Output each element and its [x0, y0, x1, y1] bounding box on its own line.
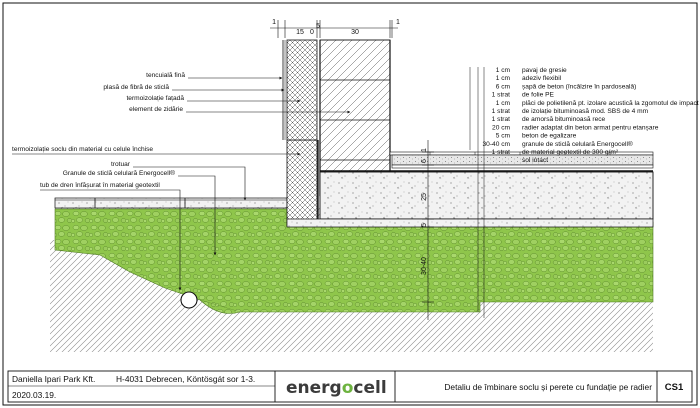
- label-pavement: trotuar: [111, 161, 131, 168]
- tb-drawing-code: CS1: [665, 382, 684, 393]
- label-facade-insulation: termoizolație fațadă: [126, 95, 184, 102]
- layer-qty: 20 cm: [492, 124, 510, 131]
- dim-right-5: 5: [421, 223, 428, 227]
- logo-text-part1: energ: [286, 378, 342, 398]
- layer-description: de material geotextil de 300 g/m²: [522, 149, 619, 156]
- dim-top-1-right: 1: [396, 19, 400, 26]
- layer-description: de amorsă bituminoasă rece: [522, 116, 606, 123]
- layer-qty: 6 cm: [496, 83, 511, 90]
- title-block: Daniella Ipari Park Kft. H-4031 Debrecen…: [7, 370, 693, 403]
- right-dimension-chain: 6 1 25 5 30-40: [421, 140, 434, 320]
- label-fine-render: tencuială fină: [146, 72, 185, 79]
- layer-description: granule de sticlă celulară Energocell®: [522, 140, 633, 148]
- label-glass-mesh: plasă de fibră de sticlă: [103, 84, 169, 91]
- layer-description: de folie PE: [522, 92, 554, 99]
- layer-description: pavaj de gresie: [522, 67, 567, 74]
- dim-top-5: 5: [316, 23, 320, 30]
- layer-qty: 1 cm: [496, 100, 511, 107]
- drain-pipe: [180, 291, 198, 309]
- label-drain-pipe: tub de dren înfășurat în material geotex…: [40, 182, 160, 189]
- dim-top-0: 0: [310, 29, 314, 36]
- base-insulation: [286, 139, 318, 227]
- energocell-logo: energocell: [286, 378, 387, 398]
- label-masonry: element de zidărie: [129, 106, 183, 113]
- masonry-wall: [319, 39, 391, 197]
- layer-list: 1 cm pavaj de gresie 1 cm adeziv flexibil 6 …: [483, 67, 699, 164]
- dim-top-30: 30: [351, 29, 359, 36]
- floor-build-up: [286, 151, 654, 228]
- layer-qty: 1 cm: [496, 67, 511, 74]
- layer-qty: 1 strat: [492, 92, 510, 99]
- top-dimension-chain: 1 15 0 5 30 1: [270, 19, 400, 38]
- pavement: [54, 197, 288, 209]
- dim-right-25: 25: [421, 193, 428, 201]
- tb-drawing-title: Detaliu de îmbinare soclu și perete cu f…: [444, 382, 652, 392]
- layer-qty: 1 strat: [492, 116, 510, 123]
- dim-right-1: 1: [421, 148, 428, 152]
- layer-description: șapă de beton (încălzire în pardoseală): [522, 83, 636, 90]
- layer-description: sol intact: [522, 157, 548, 164]
- dim-top-1: 1: [272, 19, 276, 26]
- layer-qty: 1 cm: [496, 75, 511, 82]
- layer-description: adeziv flexibil: [522, 75, 562, 82]
- label-base-insulation: termoizolație soclu din material cu celu…: [12, 146, 153, 153]
- left-label-group: tencuială fină plasă de fibră de sticlă …: [12, 72, 351, 291]
- layer-qty: 1 strat: [492, 149, 510, 156]
- tb-address: H-4031 Debrecen, Köntösgát sor 1-3.: [116, 374, 255, 384]
- tb-date: 2020.03.19.: [12, 390, 56, 400]
- layer-description: radier adaptat din beton armat pentru et…: [522, 124, 659, 131]
- dim-right-30-40: 30-40: [421, 257, 428, 275]
- logo-text-part2: o: [342, 378, 354, 398]
- layer-description: beton de egalizare: [522, 133, 577, 140]
- layer-leaders: [469, 67, 485, 318]
- label-energocell-granules: Granule de sticlă celulară Energocell®: [63, 169, 175, 177]
- layer-qty: 1 strat: [492, 108, 510, 115]
- logo-text-part3: cell: [353, 378, 386, 398]
- layer-description: de izolație bituminoasă mod. SBS de 4 mm: [522, 108, 649, 115]
- facade-insulation: [286, 39, 318, 141]
- dim-top-15: 15: [296, 29, 304, 36]
- layer-description: plăci de polietilenă pt. izolare acustic…: [522, 100, 699, 107]
- layer-qty: 30-40 cm: [483, 141, 511, 148]
- tb-company: Daniella Ipari Park Kft.: [12, 374, 95, 384]
- dim-right-6: 6: [421, 159, 428, 163]
- layer-qty: 5 cm: [496, 133, 511, 140]
